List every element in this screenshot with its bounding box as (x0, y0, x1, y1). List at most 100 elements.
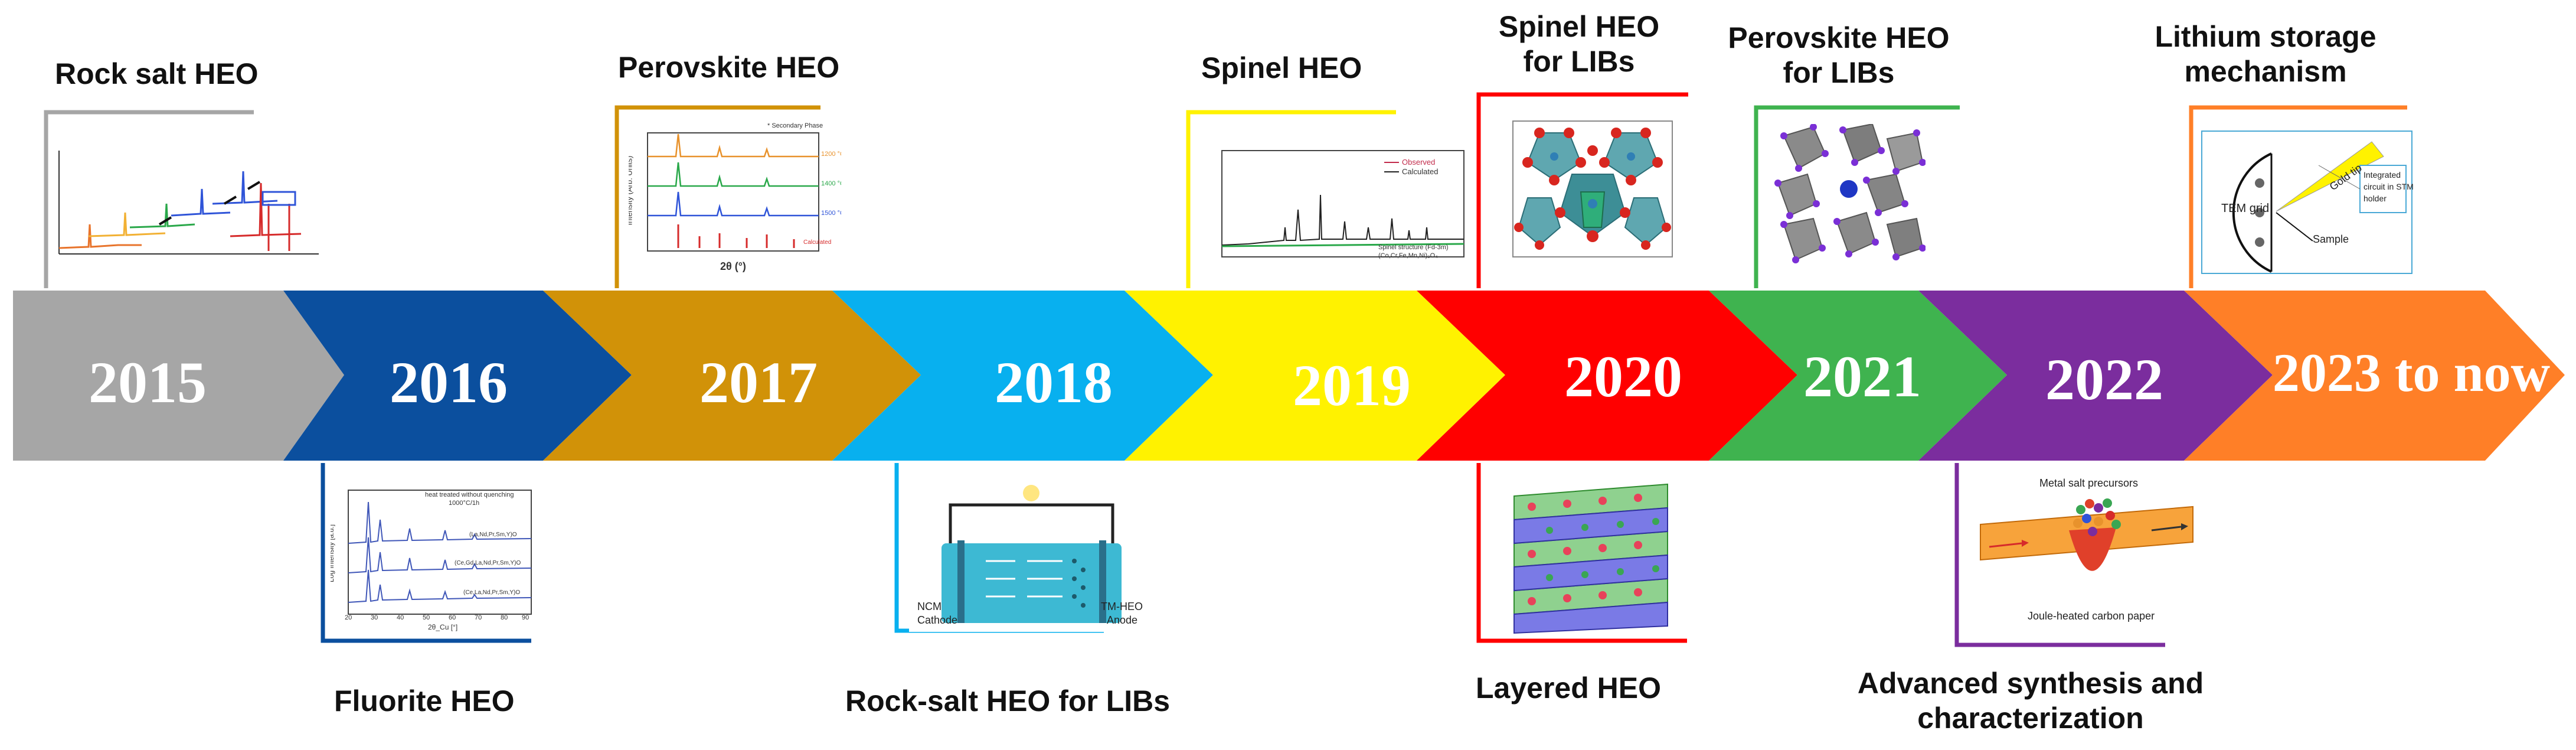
rocksalt-libs-cell-svg (942, 485, 1122, 623)
fluorite-note2: 1000°C/1h (449, 500, 480, 507)
segment-2019 (1124, 291, 1505, 461)
libs-anode: Anode (1107, 614, 1138, 626)
connector-fluorite (321, 463, 531, 643)
connector-advanced (1954, 463, 2165, 647)
segment-2022 (1918, 291, 2273, 461)
spinel-crystal-structure (1504, 109, 1681, 269)
perovskite-label-1500: 1500 °C (821, 210, 841, 217)
segment-2018 (832, 291, 1213, 461)
perovskite-label-1200: 1200 °C (821, 151, 841, 158)
fluorite-tick: 40 (397, 614, 404, 621)
perovskite-xlabel: 2θ (°) (720, 260, 746, 272)
fluorite-tick: 70 (475, 614, 482, 621)
spinel-legend-calculated: Calculated (1402, 167, 1439, 176)
label-spinel-heo-libs-line1: Spinel HEO (1498, 10, 1660, 43)
stm-tem-grid: TEM grid (2221, 202, 2270, 215)
label-advanced-synthesis-line2: characterization (1917, 702, 2144, 735)
segment-2021 (1709, 291, 2007, 461)
label-lithium-storage-line1: Lithium storage (2155, 20, 2376, 53)
spinel-legend-observed: Observed (1402, 158, 1436, 167)
label-perovskite-heo-libs-line1: Perovskite HEO (1728, 21, 1950, 54)
label-layered-heo: Layered HEO (1476, 671, 1662, 705)
stm-ic-line1: Integrated (2363, 170, 2401, 180)
fluorite-tick: 30 (371, 614, 378, 621)
connector-lithium (2189, 105, 2407, 288)
year-label-2018: 2018 (995, 350, 1113, 415)
stm-ic-line3: holder (2363, 194, 2387, 203)
perovskite-legend: * Secondary Phase (767, 122, 823, 129)
connector-spinel (1186, 110, 1396, 288)
joule-heating-figure: Metal salt precursors Joule-heated carbo… (1975, 477, 2199, 631)
layered-heo-structure (1502, 478, 1679, 638)
segment-2015 (13, 291, 344, 461)
spinel-formula: (Co,Cr,Fe,Mn,Ni)₃O₄ (1378, 252, 1438, 259)
joule-heating-svg (1980, 498, 2193, 571)
perovskite-label-calculated: Calculated (803, 239, 832, 246)
fluorite-xrd-figure: heat treated without quenching 1000°C/1h… (331, 484, 537, 632)
spinel-caption: Spinel structure (Fd-3m) (1378, 244, 1449, 251)
spinel-xrd-figure: Observed Calculated Spinel structure (Fd… (1201, 139, 1473, 272)
perovskite-ylabel: Intensity (Arb. Units) (629, 155, 634, 226)
year-label-2016: 2016 (390, 350, 508, 415)
fluorite-tick: 90 (522, 614, 529, 621)
segment-2023-to-now (2184, 291, 2565, 461)
perovskite-xrd-figure: * Secondary Phase Intensity (Arb. Units)… (629, 121, 841, 281)
synth-carbon-paper: Joule-heated carbon paper (2028, 610, 2155, 622)
label-spinel-heo-libs-line2: for LIBs (1523, 45, 1635, 78)
label-perovskite-heo-libs: Perovskite HEO for LIBs (1715, 21, 1963, 90)
lithium-storage-svg (2201, 131, 2412, 274)
connector-spinel-libs (1476, 92, 1688, 288)
layered-heo-svg (1513, 483, 1668, 634)
connector-perovskite-libs (1754, 105, 1960, 288)
year-label-2022: 2022 (2045, 347, 2163, 412)
fluorite-sample3: (Ce,La,Nd,Pr,Sm,Y)O (463, 589, 521, 596)
fluorite-ylabel: Log Intensity [a.u.] (331, 524, 336, 583)
stm-ic-line2: circuit in STM (2363, 182, 2413, 191)
rocksalt-libs-cell-figure: NCM Cathode TM-HEO Anode (909, 484, 1154, 632)
perovskite-label-1400: 1400 °C (821, 180, 841, 187)
fluorite-sample2: (Ce,Gd,La,Nd,Pr,Sm,Y)O (455, 560, 521, 566)
fluorite-tick: 20 (345, 614, 352, 621)
label-spinel-heo: Spinel HEO (1201, 51, 1362, 84)
spinel-crystal-svg (1512, 120, 1673, 257)
connector-perovskite (614, 105, 820, 288)
connector-layered (1476, 463, 1687, 643)
spinel-xrd-plot (1221, 150, 1464, 257)
label-advanced-synthesis: Advanced synthesis and characterization (1848, 666, 2214, 736)
segment-2017 (543, 291, 921, 461)
label-lithium-storage: Lithium storage mechanism (2142, 19, 2389, 89)
fluorite-xlabel: 2θ_Cu [°] (428, 623, 458, 631)
year-label-2017: 2017 (699, 350, 818, 415)
lithium-storage-figure: Gold tip TEM grid Sample Integrated circ… (2201, 130, 2413, 275)
label-rocksalt-heo: Rock salt HEO (55, 57, 259, 90)
year-label-2023-to-now: 2023 to now (2272, 343, 2551, 403)
libs-ncm: NCM (917, 601, 942, 612)
fluorite-note1: heat treated without quenching (425, 491, 514, 498)
year-label-2019: 2019 (1293, 353, 1411, 418)
rocksalt-xrd-plot (58, 151, 319, 255)
label-perovskite-heo-libs-line2: for LIBs (1783, 56, 1895, 89)
label-perovskite-heo: Perovskite HEO (618, 51, 840, 84)
year-label-2020: 2020 (1564, 344, 1682, 409)
perovskite-crystal-structure (1772, 124, 1926, 266)
stm-sample: Sample (2313, 233, 2349, 245)
label-advanced-synthesis-line1: Advanced synthesis and (1857, 667, 2204, 700)
connector-rocksalt (44, 110, 254, 288)
synth-metal-salt: Metal salt precursors (2039, 477, 2139, 489)
fluorite-sample1: (La,Nd,Pr,Sm,Y)O (469, 531, 517, 538)
fluorite-tick: 80 (501, 614, 508, 621)
fluorite-tick: 50 (423, 614, 430, 621)
rocksalt-xrd-figure (53, 148, 325, 266)
year-label-2015: 2015 (89, 350, 207, 415)
segment-2016 (283, 291, 632, 461)
label-fluorite-heo: Fluorite HEO (334, 684, 515, 718)
year-label-2021: 2021 (1803, 344, 1921, 409)
fluorite-tick: 60 (449, 614, 456, 621)
fluorite-xrd-plot (348, 490, 532, 615)
perovskite-xrd-plot (647, 132, 819, 252)
label-lithium-storage-line2: mechanism (2184, 55, 2347, 88)
perovskite-crystal-svg (1774, 124, 1926, 263)
label-spinel-heo-libs: Spinel HEO for LIBs (1476, 9, 1682, 79)
libs-tm-heo: TM-HEO (1101, 601, 1143, 612)
label-rocksalt-heo-libs: Rock-salt HEO for LIBs (845, 684, 1171, 718)
